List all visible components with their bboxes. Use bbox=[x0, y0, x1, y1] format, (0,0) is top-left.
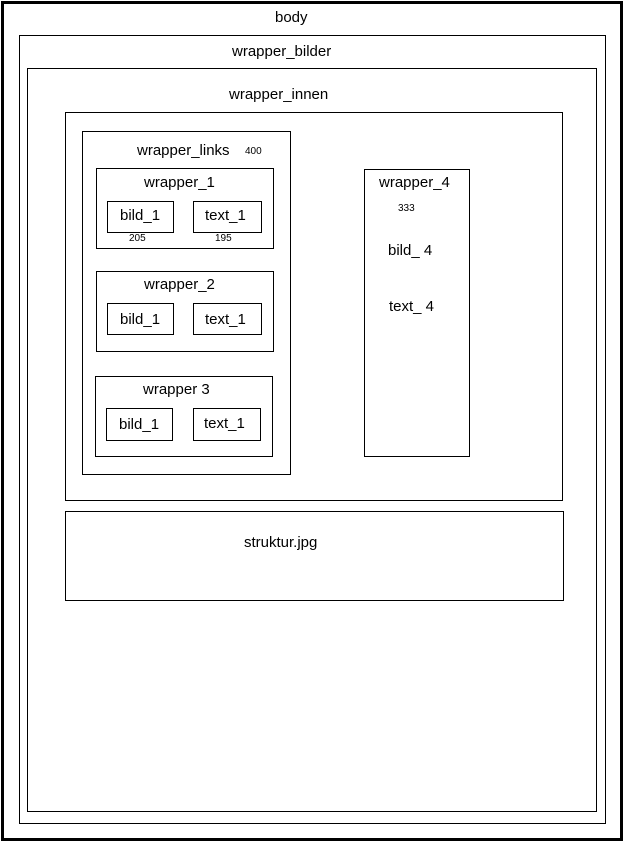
wrapper-1-bild-box bbox=[107, 201, 174, 233]
wrapper-links-width: 400 bbox=[245, 146, 262, 157]
wrapper-innen-label: wrapper_innen bbox=[229, 86, 329, 103]
wrapper-2-bild-label: bild_1 bbox=[120, 311, 161, 328]
wrapper-2-text-box bbox=[193, 303, 262, 335]
wrapper-1-text-width: 195 bbox=[215, 233, 232, 244]
wrapper-4-bild-label: bild_ 4 bbox=[388, 242, 433, 259]
wrapper-2-bild-box bbox=[107, 303, 174, 335]
wrapper-1-label: wrapper_1 bbox=[144, 174, 215, 191]
wrapper-4-text-label: text_ 4 bbox=[389, 298, 435, 315]
wrapper-3-text-label: text_1 bbox=[204, 415, 245, 432]
wrapper-1-bild-width: 205 bbox=[129, 233, 146, 244]
wrapper-3-bild-label: bild_1 bbox=[119, 416, 160, 433]
wrapper-4-width: 333 bbox=[398, 203, 415, 214]
wrapper-4-box bbox=[364, 169, 470, 457]
wrapper-3-text-box bbox=[193, 408, 261, 441]
wrapper-bilder-label: wrapper_bilder bbox=[232, 43, 332, 60]
wrapper-3-label: wrapper 3 bbox=[143, 381, 210, 398]
wrapper-2-text-label: text_1 bbox=[205, 311, 246, 328]
struktur-image-box bbox=[65, 511, 564, 601]
wrapper-1-text-box bbox=[193, 201, 262, 233]
wrapper-links-label: wrapper_links bbox=[137, 142, 230, 159]
wrapper-3-bild-box bbox=[106, 408, 173, 441]
struktur-image-label: struktur.jpg bbox=[244, 534, 318, 551]
body-label: body bbox=[275, 9, 308, 26]
wrapper-4-label: wrapper_4 bbox=[379, 174, 450, 191]
wrapper-1-bild-label: bild_1 bbox=[120, 207, 161, 224]
wrapper-2-label: wrapper_2 bbox=[144, 276, 215, 293]
wrapper-1-text-label: text_1 bbox=[205, 207, 246, 224]
